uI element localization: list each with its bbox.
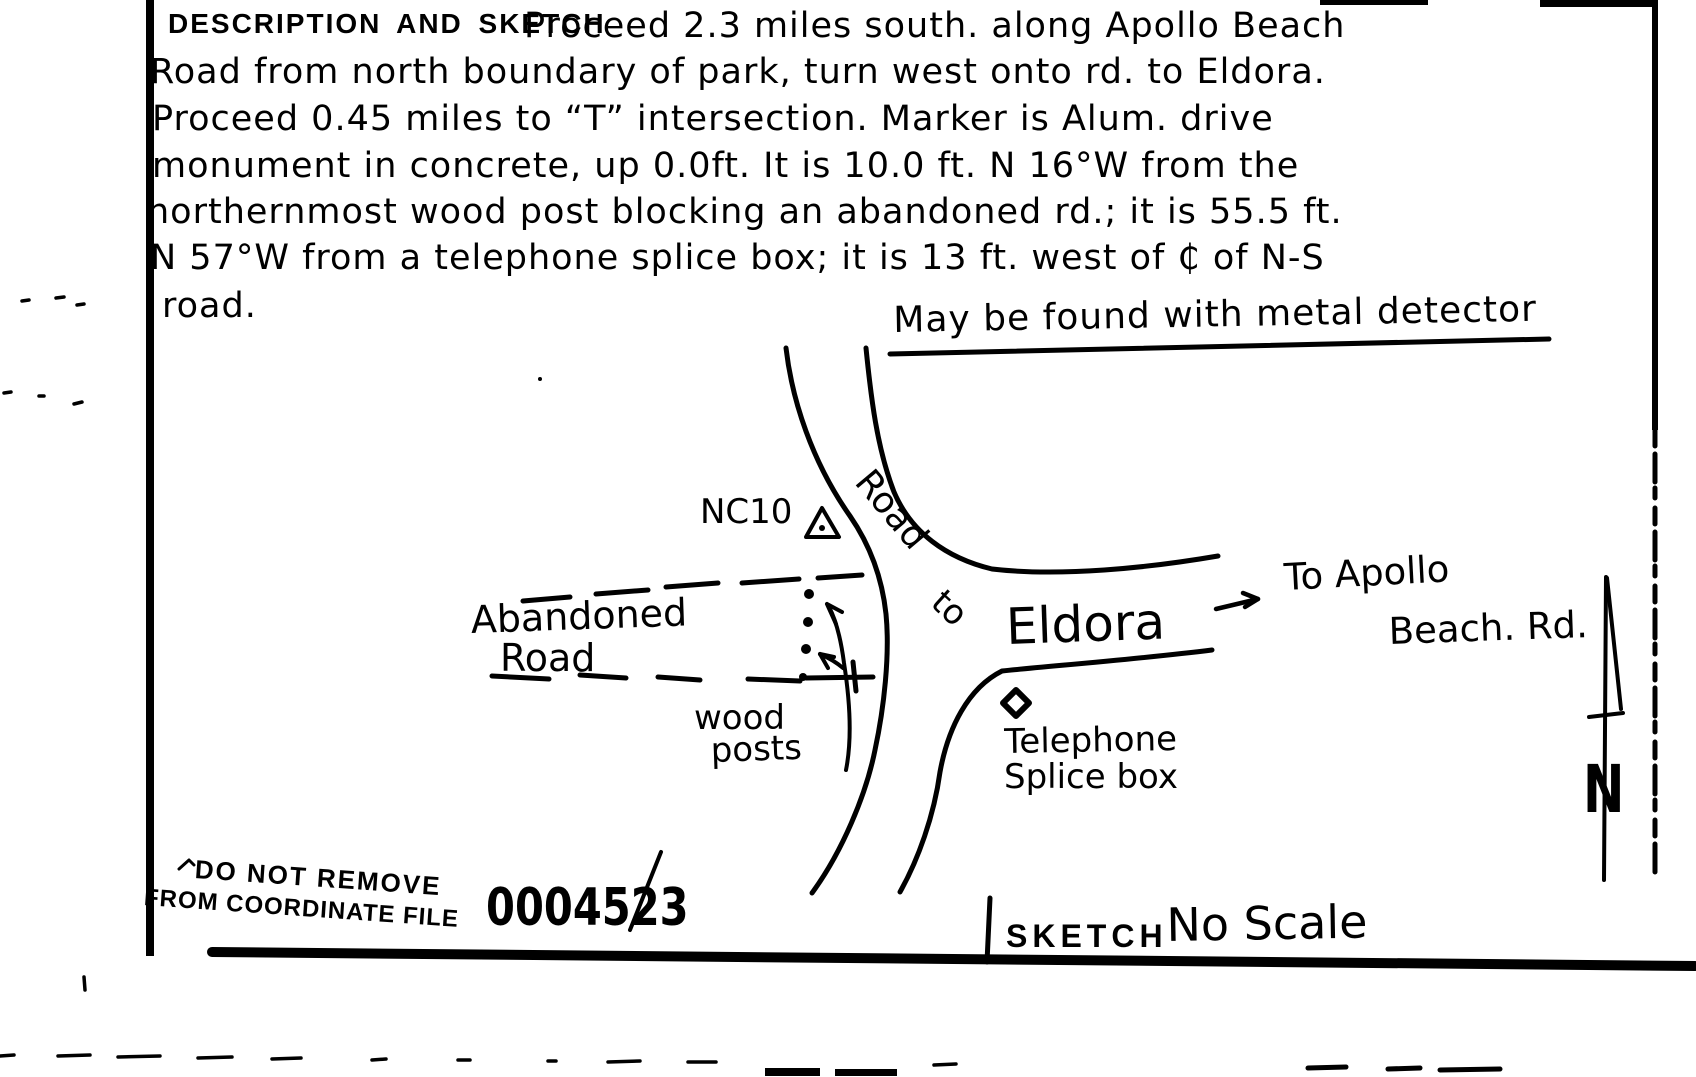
apollo-label-line1: To Apollo <box>1283 547 1451 599</box>
north-arrow-icon: N <box>1583 575 1625 882</box>
note-underline <box>887 336 1552 357</box>
abandoned-road-label-line2: Road <box>500 636 596 680</box>
eldora-label: Eldora <box>1005 592 1166 656</box>
station-triangle-icon <box>804 506 841 539</box>
description-line-5: northernmost wood post blocking an aband… <box>147 192 1343 232</box>
north-letter: N <box>1583 751 1624 828</box>
stamp-checkmark-icon <box>177 858 196 871</box>
description-line-7: road. <box>162 286 257 326</box>
abandoned-road-label-line1: Abandoned <box>470 590 688 642</box>
sketch-caption-divider <box>984 895 993 965</box>
description-line-1: Proceed 2.3 miles south. along Apollo Be… <box>524 6 1346 46</box>
scale-note: No Scale <box>1166 894 1368 952</box>
section-title: DESCRIPTION AND SKETCH <box>168 8 606 39</box>
serial-number-stamp: 0004523 <box>486 878 689 938</box>
telephone-splice-box-icon <box>1000 687 1032 719</box>
direction-arrow-icon <box>1213 590 1261 612</box>
description-line-2: Road from north boundary of park, turn w… <box>150 52 1326 92</box>
wood-posts-label-line1: wood <box>694 698 785 738</box>
sketch-caption: SKETCH <box>1006 918 1168 954</box>
wood-posts-label-line2: posts <box>710 727 803 771</box>
telephone-label-line1: Telephone <box>1004 718 1178 762</box>
description-line-3: Proceed 0.45 miles to “T” intersection. … <box>152 99 1274 139</box>
scan-specks <box>0 295 1503 1076</box>
page-borders <box>146 0 1696 971</box>
wood-post-dots <box>799 589 814 681</box>
serial-slash <box>628 850 663 932</box>
abandoned-road-dashes <box>489 572 876 694</box>
wood-posts-arrow <box>818 602 852 772</box>
station-label: NC10 <box>700 492 793 532</box>
ns-road-west-edge <box>783 345 890 896</box>
description-line-4: monument in concrete, up 0.0ft. It is 10… <box>152 146 1300 186</box>
telephone-label-line2: Splice box <box>1004 757 1178 797</box>
description-line-6: N 57°W from a telephone splice box; it i… <box>150 238 1325 278</box>
road-lines <box>783 345 1221 896</box>
eldora-road-south-edge <box>897 647 1215 895</box>
ns-road-east-edge-and-eldora-road-north-edge <box>863 345 1221 575</box>
apollo-label-line2: Beach. Rd. <box>1388 603 1589 653</box>
